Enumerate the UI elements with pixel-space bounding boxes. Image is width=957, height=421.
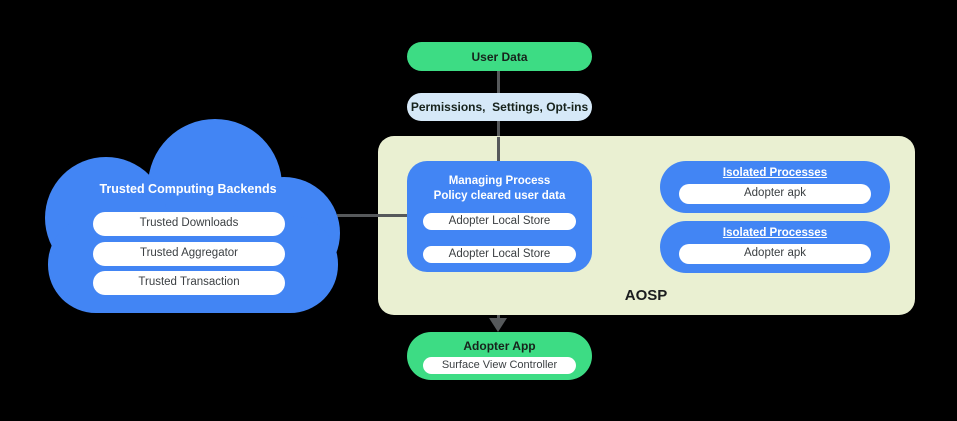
cloud-item-trusted-transaction: Trusted Transaction [93, 271, 285, 295]
connector-cloud-managing-overlay [378, 214, 408, 217]
managing-process-node: Managing Process Policy cleared user dat… [407, 161, 592, 272]
adopter-local-store-pill: Adopter Local Store [423, 213, 576, 230]
isolated-processes-node: Isolated Processes Adopter apk [660, 221, 890, 273]
adopter-local-store-pill: Adopter Local Store [423, 246, 576, 263]
connector-userdata-permissions [497, 70, 500, 94]
arrow-down-icon [489, 318, 507, 332]
permissions-settings-optins-node: Permissions, Settings, Opt-ins [407, 93, 592, 121]
aosp-label: AOSP [624, 287, 668, 304]
managing-process-title-line2: Policy cleared user data [433, 190, 566, 202]
cloud-item-trusted-aggregator: Trusted Aggregator [93, 242, 285, 266]
connector-permissions-managing-overlay [497, 137, 500, 162]
isolated-processes-node: Isolated Processes Adopter apk [660, 161, 890, 213]
isolated-processes-title: Isolated Processes [722, 167, 828, 179]
managing-process-title-line1: Managing Process [448, 175, 551, 187]
isolated-processes-title: Isolated Processes [722, 227, 828, 239]
user-data-node: User Data [407, 42, 592, 71]
connector-cloud-managing [337, 214, 408, 217]
cloud-item-trusted-downloads: Trusted Downloads [93, 212, 285, 236]
adopter-app-title: Adopter App [463, 339, 536, 353]
adopter-apk-pill: Adopter apk [679, 184, 871, 204]
cloud-title: Trusted Computing Backends [99, 182, 277, 196]
managing-process-title: Managing Process Policy cleared user dat… [407, 174, 592, 204]
adopter-apk-pill: Adopter apk [679, 244, 871, 264]
surface-view-controller-pill: Surface View Controller [423, 357, 576, 374]
adopter-app-node: Adopter App Surface View Controller [407, 332, 592, 380]
